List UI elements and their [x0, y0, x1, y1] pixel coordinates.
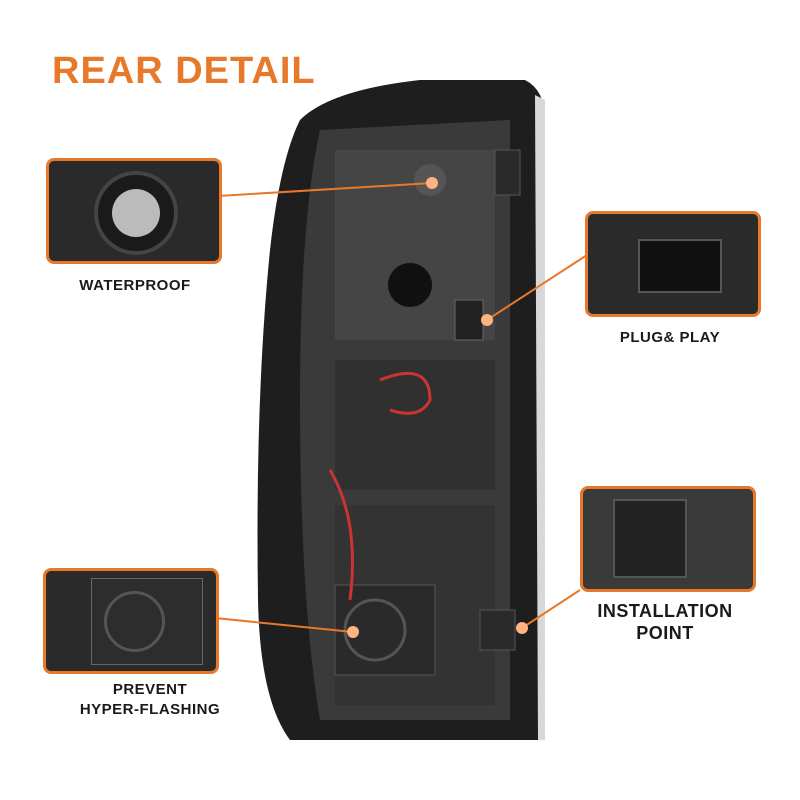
resistor-fan-grille [343, 598, 407, 662]
mounting-tab-bottom [479, 609, 516, 651]
install-hotspot [516, 622, 528, 634]
connector-image [638, 239, 722, 293]
plug-connector [454, 299, 484, 341]
mounting-tab-top [494, 149, 521, 196]
waterproof-leader-line [217, 182, 433, 197]
installation-label-line1: INSTALLATION [597, 601, 733, 621]
installation-label-line2: POINT [636, 623, 694, 643]
prevent-hyper-flashing-inset [43, 568, 219, 674]
prevent-label-line2: HYPER-FLASHING [79, 701, 221, 718]
page-title: REAR DETAIL [52, 50, 316, 92]
prevent-leader-line [214, 617, 354, 633]
install-leader-line [521, 589, 581, 629]
middle-panel [335, 360, 495, 490]
plug-leader-line [486, 254, 588, 321]
wires [328, 371, 432, 601]
grommet-image [94, 171, 178, 255]
prevent-hotspot [347, 626, 359, 638]
bulb-socket [388, 263, 432, 307]
mounting-tab-image [613, 499, 687, 578]
prevent-hyper-flashing-label: PREVENT HYPER-FLASHING [50, 680, 250, 720]
waterproof-label: WATERPROOF [79, 277, 191, 294]
plug-play-label: PLUG& PLAY [619, 329, 721, 346]
plug-play-inset [585, 211, 761, 317]
prevent-label-line1: PREVENT [112, 681, 188, 698]
plug-hotspot [481, 314, 493, 326]
resistor-image [91, 578, 203, 665]
installation-point-label: INSTALLATION POINT [580, 600, 750, 644]
waterproof-hotspot [426, 177, 438, 189]
housing-chrome-edge [535, 95, 545, 740]
installation-point-inset [580, 486, 756, 592]
waterproof-inset [46, 158, 222, 264]
